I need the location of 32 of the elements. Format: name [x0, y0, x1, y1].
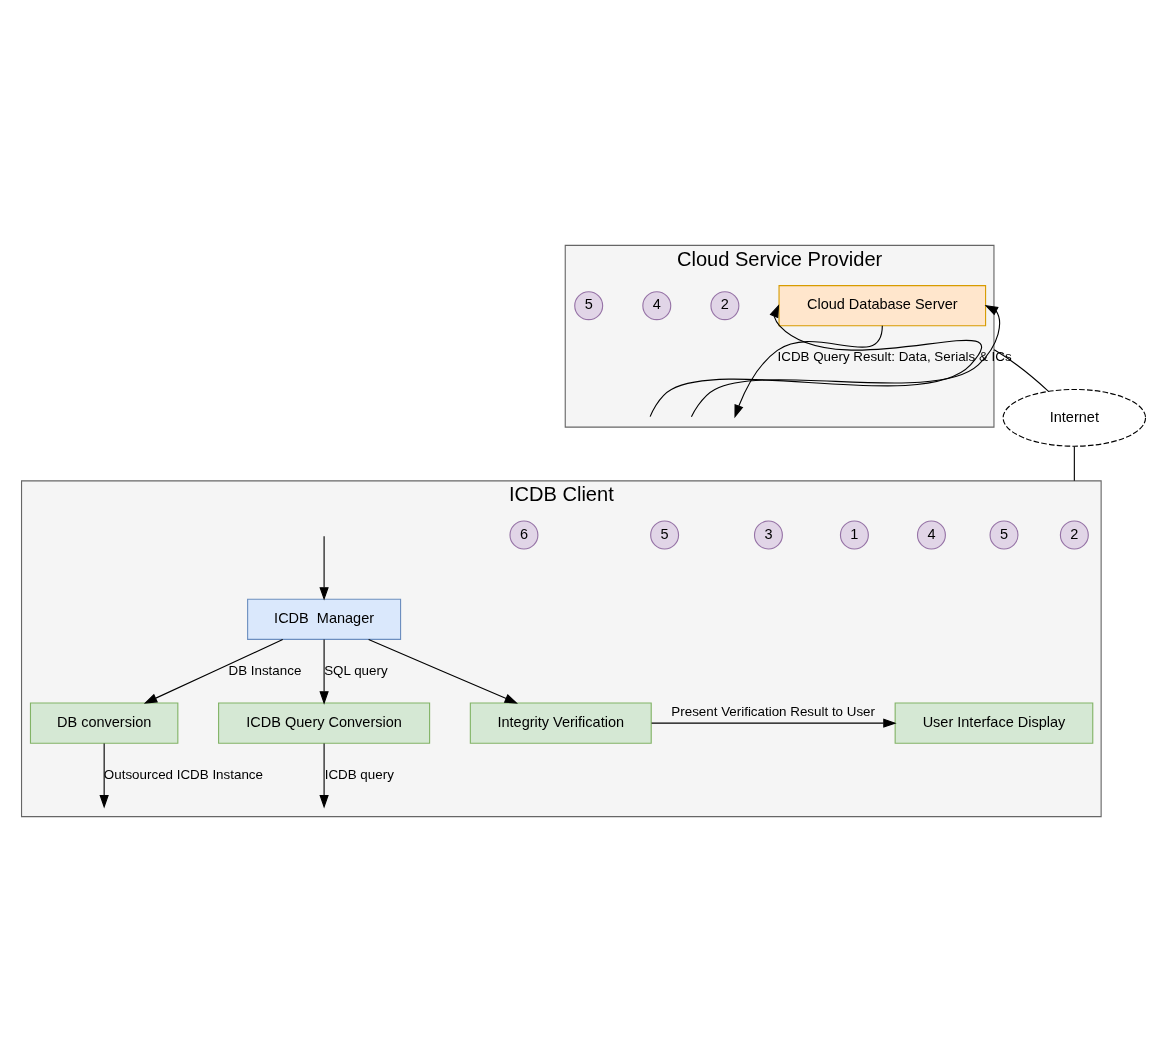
arrow: [649, 304, 982, 418]
node-circle: 5: [989, 520, 1019, 550]
node-circle: 4: [642, 291, 672, 321]
node-box: User Interface Display: [894, 702, 1094, 744]
node-ellipse: Internet: [1002, 388, 1147, 447]
node-box: Integrity Verification: [469, 702, 652, 744]
node-circle: 6: [509, 520, 539, 550]
node-circle: 1: [839, 520, 869, 550]
node-circle: 4: [916, 520, 946, 550]
node-circle: 2: [1059, 520, 1089, 550]
node-box: ICDB Query Conversion: [218, 702, 431, 744]
edge-label: Present Verification Result to User: [671, 703, 876, 719]
arrow: [651, 718, 897, 728]
arrow: [319, 742, 329, 809]
edge-label: SQL query: [324, 662, 388, 678]
node-circle: 2: [710, 291, 740, 321]
edge-label: ICDB query: [324, 766, 394, 782]
node-box: ICDB Manager: [247, 598, 402, 640]
node-box: Cloud Database Server: [778, 285, 987, 327]
node-box: DB conversion: [29, 702, 179, 744]
arrow: [319, 535, 329, 601]
arrow: [99, 742, 109, 809]
arrow: [690, 304, 1001, 418]
edge-label: DB Instance: [228, 662, 302, 678]
arrow: [368, 638, 518, 704]
connector: [1073, 445, 1075, 482]
arrow: [734, 325, 883, 419]
arrow: [143, 638, 284, 704]
node-circle: 3: [753, 520, 783, 550]
node-circle: 5: [574, 291, 604, 321]
arrow: [319, 638, 329, 705]
node-circle: 5: [650, 520, 680, 550]
